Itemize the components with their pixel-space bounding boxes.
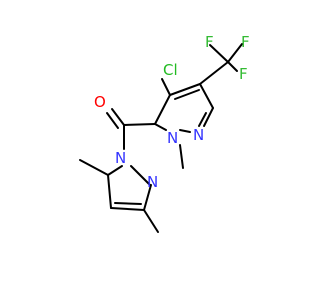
bond [79,159,109,176]
bond [143,209,159,233]
bond [111,108,125,126]
bond [107,165,123,176]
molecule-structure: Cl F F F O N N N N [79,33,250,233]
bond [199,83,214,109]
bond [169,83,201,96]
atom-f: F [239,65,248,83]
bond [161,78,171,96]
bond [227,61,238,72]
bond [123,123,156,126]
atom-n: N [115,149,126,167]
bond [198,112,207,127]
bond [114,202,142,205]
atom-f: F [241,33,250,51]
bond [154,94,171,125]
bond [199,61,229,85]
atom-n: N [147,173,158,191]
atom-cl: Cl [163,61,178,79]
bond [143,184,152,211]
bond [107,174,112,209]
atom-f: F [205,33,214,51]
bond [174,89,200,100]
bond [209,44,229,63]
atom-n: N [167,129,178,147]
atom-n: N [193,126,204,144]
bond [179,129,191,133]
bond [227,43,243,63]
atom-o: O [94,93,106,111]
bond [203,107,214,127]
bond [106,112,119,129]
bonds [79,43,243,233]
bond [110,207,145,211]
bond [130,165,151,186]
bond [179,144,184,169]
bond [154,123,167,131]
